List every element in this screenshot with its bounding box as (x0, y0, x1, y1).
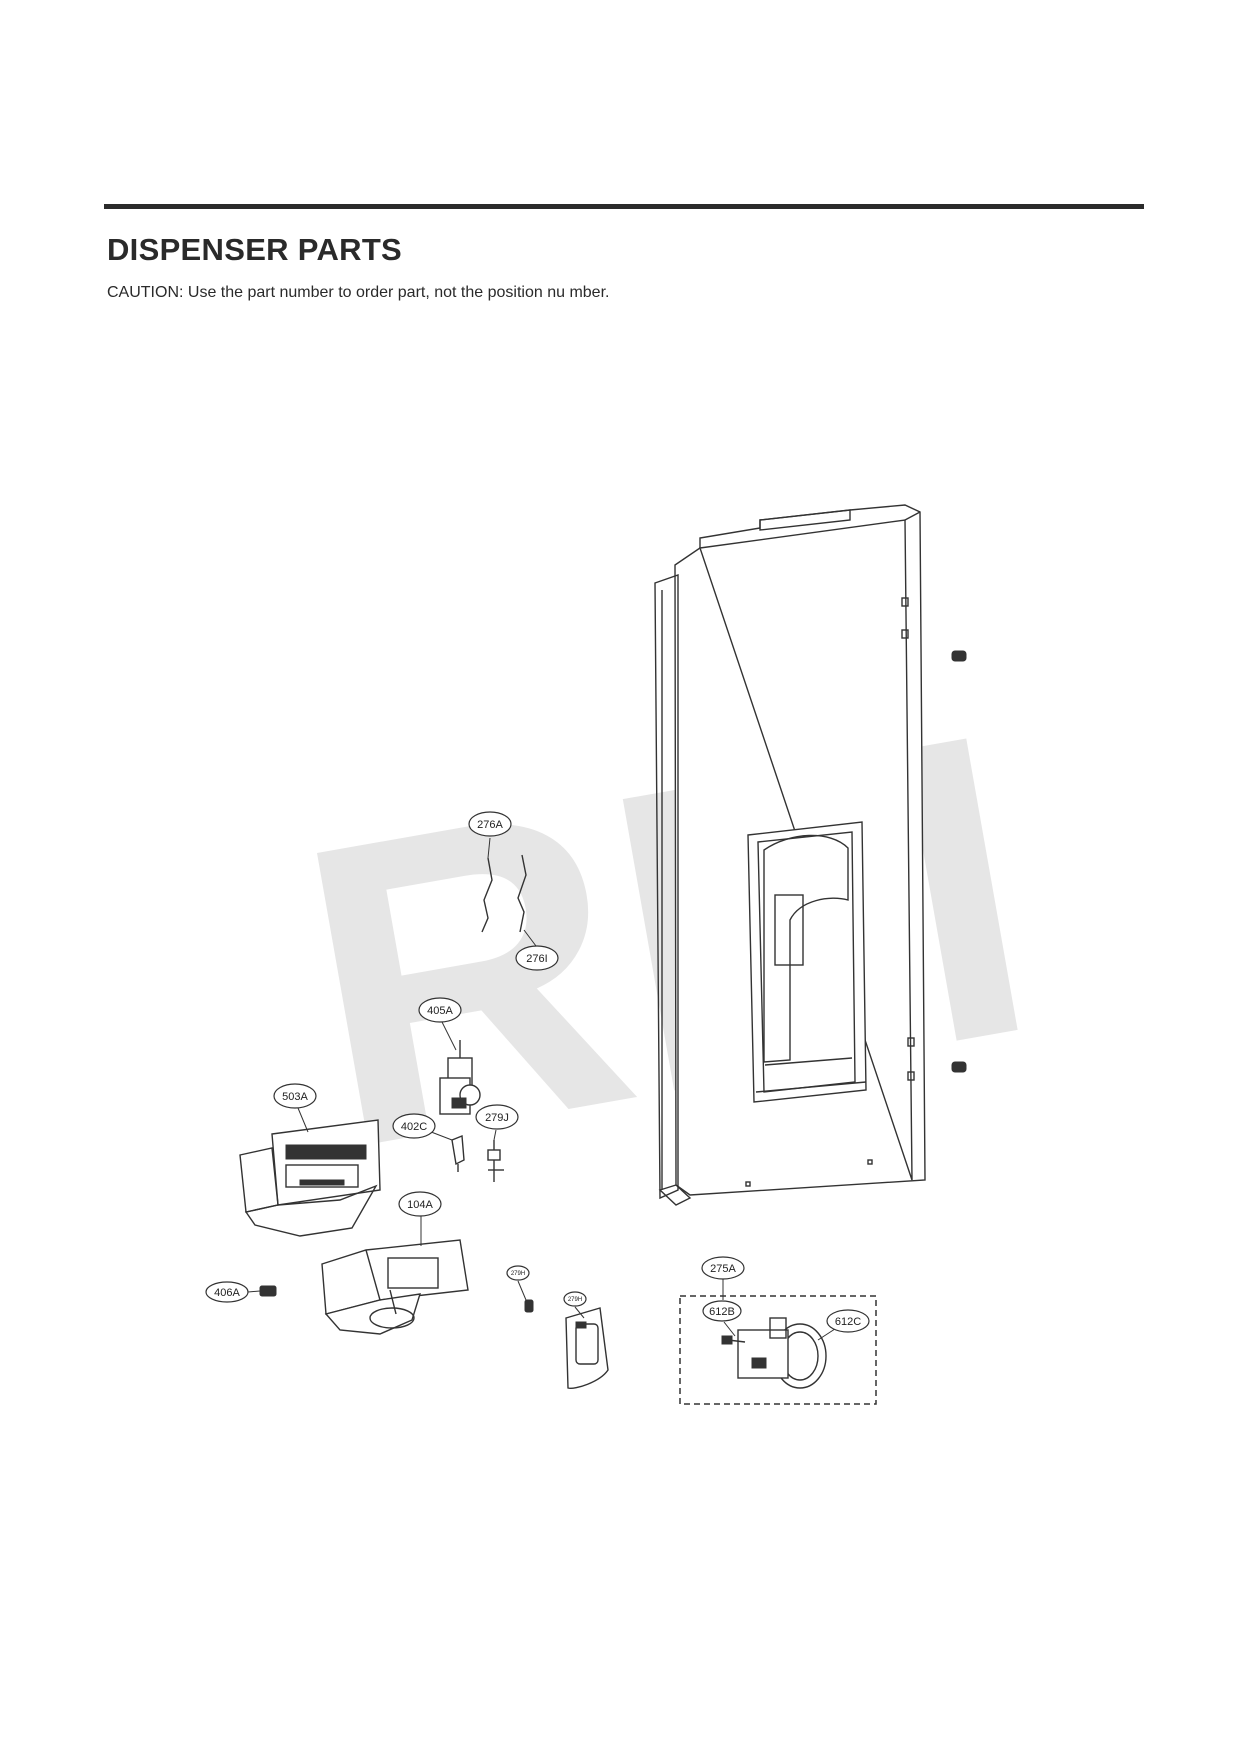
caution-note: CAUTION: Use the part number to order pa… (107, 284, 610, 301)
part-276a-wire (481, 857, 493, 933)
part-405a (439, 1040, 481, 1115)
part-279j (487, 1140, 504, 1182)
part-402c (451, 1134, 465, 1172)
svg-text:612B: 612B (709, 1306, 735, 1318)
callout-279h-knob: 279H (506, 1265, 530, 1281)
door-panel (654, 504, 926, 1206)
callout-279j: 279J (475, 1104, 519, 1130)
part-279h-cover (565, 1307, 609, 1389)
callout-612b: 612B (702, 1300, 742, 1322)
callout-612c: 612C (826, 1309, 870, 1333)
part-275a-assembly (679, 1295, 877, 1405)
leader-lines (247, 837, 839, 1341)
part-279h-knob (524, 1299, 534, 1313)
part-406a (259, 1285, 277, 1297)
part-104a-housing (321, 1239, 469, 1335)
svg-text:279H: 279H (511, 1271, 525, 1277)
svg-text:275A: 275A (710, 1263, 736, 1275)
svg-text:276I: 276I (526, 953, 547, 965)
header-rule (104, 204, 1144, 209)
svg-text:503A: 503A (282, 1091, 308, 1103)
svg-text:276A: 276A (477, 819, 503, 831)
svg-text:406A: 406A (214, 1287, 240, 1299)
callout-279h-cover: 279H (563, 1291, 587, 1307)
svg-text:104A: 104A (407, 1199, 433, 1211)
svg-text:612C: 612C (835, 1316, 861, 1328)
callout-276i: 276I (515, 945, 559, 971)
part-276i-wire (517, 854, 527, 933)
svg-text:405A: 405A (427, 1005, 453, 1017)
watermark: RPI (273, 643, 1062, 1240)
svg-text:279H: 279H (568, 1297, 582, 1303)
callout-275a: 275A (701, 1256, 745, 1280)
svg-text:402C: 402C (401, 1121, 427, 1133)
hinge-bolt-lower (951, 1061, 967, 1073)
part-503a-control-panel (239, 1119, 381, 1237)
callout-405a: 405A (418, 997, 462, 1023)
callout-104a: 104A (398, 1191, 442, 1217)
callout-406a: 406A (205, 1281, 249, 1303)
callout-503a: 503A (273, 1083, 317, 1109)
page-title: DISPENSER PARTS (107, 232, 403, 267)
svg-text:279J: 279J (485, 1112, 509, 1124)
callout-402c: 402C (392, 1113, 436, 1139)
callout-276a: 276A (468, 811, 512, 837)
hinge-bolt-upper (951, 650, 967, 662)
